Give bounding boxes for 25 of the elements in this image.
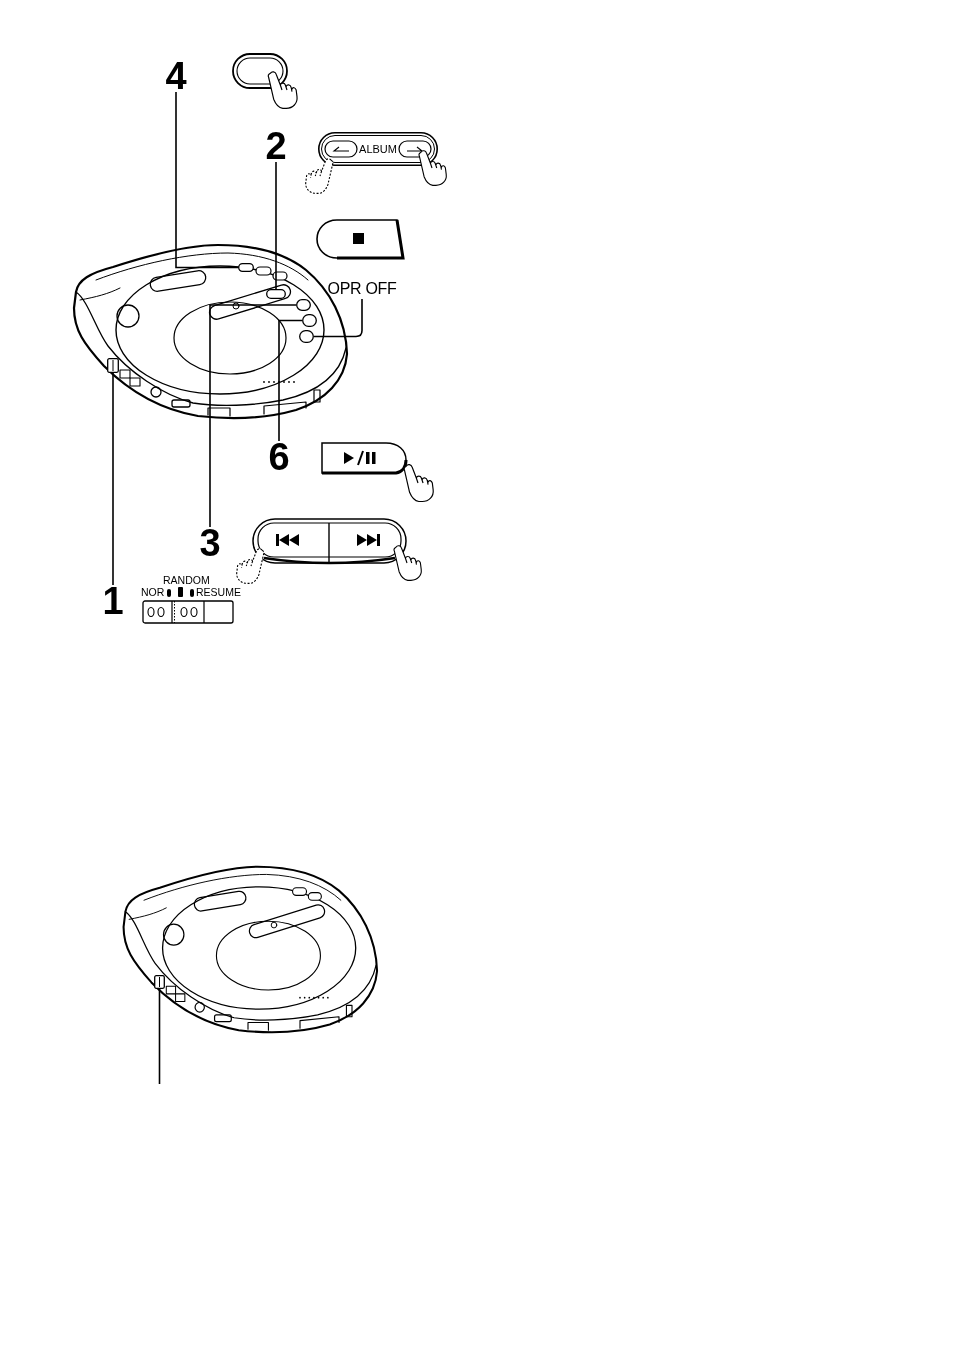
callout-number: 4 bbox=[163, 60, 189, 92]
leader-line bbox=[175, 91, 239, 269]
leader-line bbox=[278, 319, 303, 442]
player-button bbox=[296, 299, 311, 311]
side-switch bbox=[107, 358, 119, 373]
button-label: ALBUM bbox=[359, 143, 397, 155]
player-button bbox=[238, 263, 254, 272]
leader-line bbox=[209, 304, 297, 528]
switch-label: RANDOM bbox=[163, 574, 210, 586]
leader-line bbox=[275, 161, 277, 290]
callout-label: OPR OFF bbox=[326, 279, 398, 299]
switch-label: RESUME bbox=[196, 586, 241, 598]
player-button bbox=[302, 314, 317, 327]
leader-line bbox=[313, 298, 363, 338]
side-switch bbox=[154, 975, 165, 989]
player-button bbox=[266, 289, 286, 299]
callout-number: 3 bbox=[197, 527, 223, 559]
callout-number: 1 bbox=[102, 585, 124, 617]
leader-line bbox=[112, 372, 114, 586]
switch-label: NOR bbox=[141, 586, 165, 598]
callout-number: 2 bbox=[262, 130, 290, 162]
callout-number: 6 bbox=[266, 441, 292, 473]
player-button bbox=[299, 330, 314, 343]
album-button bbox=[318, 132, 438, 166]
leader-line bbox=[158, 988, 161, 1085]
